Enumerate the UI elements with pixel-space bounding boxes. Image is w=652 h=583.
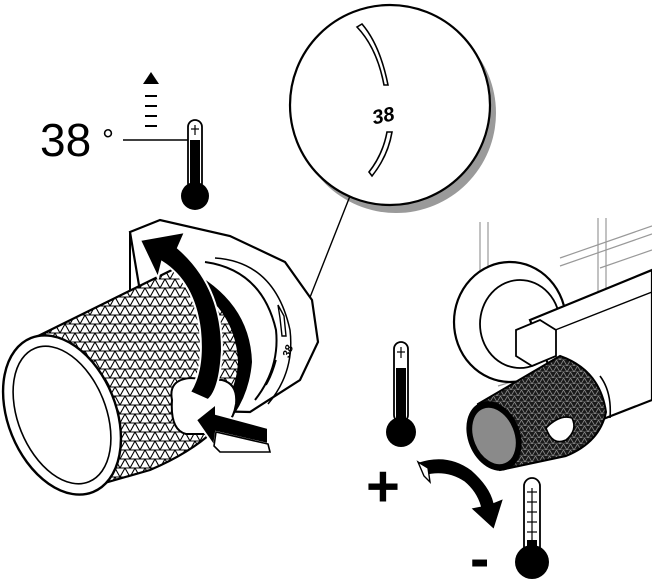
arrow-up-icon	[143, 72, 159, 127]
dial-magnifier: 38	[288, 3, 496, 311]
rotate-arrow-icon	[138, 230, 224, 402]
minus-sign: -	[470, 526, 489, 583]
temperature-readout: 38 °	[40, 72, 209, 210]
temperature-value: 38	[40, 114, 91, 166]
thermometer-icon	[515, 477, 549, 579]
thermostat-knob: 38	[1, 218, 320, 496]
push-arrow-icon	[194, 401, 272, 453]
installed-view	[452, 218, 652, 472]
knob-mark: 38	[281, 343, 297, 359]
rotate-arrow-icon	[416, 457, 506, 532]
plus-sign: +	[366, 454, 400, 519]
thermometer-icon	[386, 341, 416, 447]
temperature-unit: °	[102, 124, 114, 157]
thermometer-icon	[181, 119, 209, 210]
